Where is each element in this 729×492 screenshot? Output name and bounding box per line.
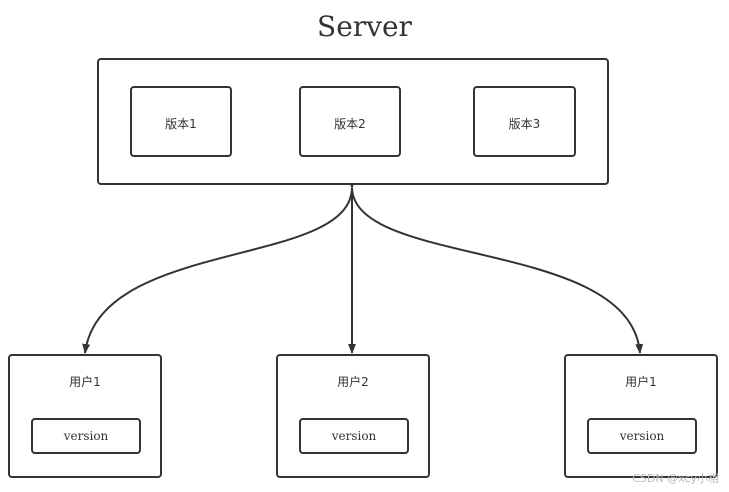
server-version-box: 版本2 bbox=[299, 86, 401, 157]
watermark-text: CSDN @xcy小相 bbox=[632, 472, 719, 485]
user-version-label: version bbox=[619, 429, 665, 443]
user-version-box: version bbox=[587, 418, 697, 454]
connector-user3-server bbox=[347, 178, 644, 354]
diagram-title: Server bbox=[317, 10, 412, 43]
user-box: 用户1 version bbox=[8, 354, 162, 478]
user-version-box: version bbox=[299, 418, 409, 454]
server-version-box: 版本3 bbox=[473, 86, 576, 157]
server-version-label: 版本3 bbox=[508, 117, 541, 131]
server-version-box: 版本1 bbox=[130, 86, 232, 157]
user-label: 用户1 bbox=[625, 375, 657, 389]
user-label: 用户2 bbox=[337, 375, 369, 389]
user-box: 用户1 version bbox=[564, 354, 718, 478]
server-version-label: 版本2 bbox=[334, 117, 366, 131]
user-box: 用户2 version bbox=[276, 354, 430, 478]
user-version-label: version bbox=[63, 429, 109, 443]
user-version-label: version bbox=[331, 429, 377, 443]
user-label: 用户1 bbox=[69, 375, 101, 389]
user-version-box: version bbox=[31, 418, 141, 454]
server-version-label: 版本1 bbox=[165, 117, 197, 131]
connector-user1-server bbox=[82, 178, 357, 354]
